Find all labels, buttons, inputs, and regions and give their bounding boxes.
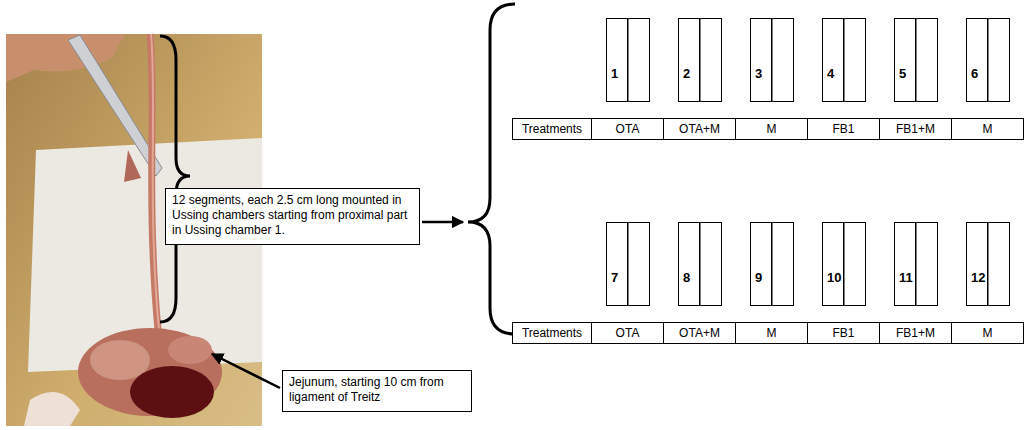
- ussing-chamber: 8: [678, 222, 722, 306]
- chamber-number: 10: [827, 270, 841, 285]
- table-cell: Treatments: [512, 322, 592, 344]
- ussing-chamber: 9: [750, 222, 794, 306]
- ussing-chamber: 3: [750, 18, 794, 102]
- small-bracket: [160, 36, 190, 322]
- callout-text: Jejunum, starting 10 cm from ligament of…: [289, 375, 465, 405]
- chamber-number: 11: [899, 270, 913, 285]
- chamber-number: 8: [683, 270, 690, 285]
- table-cell: FB1+M: [879, 322, 952, 344]
- chamber-number: 4: [827, 66, 834, 81]
- table-cell: M: [735, 118, 808, 140]
- table-cell: FB1: [807, 322, 880, 344]
- table-cell: OTA+M: [663, 322, 736, 344]
- organ-lobe: [168, 336, 212, 364]
- ussing-chamber: 5: [894, 18, 938, 102]
- organ-dark: [130, 366, 214, 418]
- chamber-number: 7: [611, 270, 618, 285]
- pointer-arrow: [212, 354, 280, 388]
- chamber-number: 9: [755, 270, 762, 285]
- callout-text: 12 segments, each 2.5 cm long mounted in…: [172, 193, 413, 238]
- callout-box: 12 segments, each 2.5 cm long mounted in…: [165, 188, 420, 245]
- large-brace: [468, 4, 515, 334]
- chamber-number: 12: [971, 270, 985, 285]
- ussing-chamber: 12: [966, 222, 1010, 306]
- ussing-chamber: 10: [822, 222, 866, 306]
- chamber-number: 6: [971, 66, 978, 81]
- table-cell: OTA: [591, 118, 664, 140]
- ussing-chamber: 2: [678, 18, 722, 102]
- chamber-number: 1: [611, 66, 618, 81]
- chamber-number: 2: [683, 66, 690, 81]
- callout-box: Jejunum, starting 10 cm from ligament of…: [282, 370, 472, 412]
- table-cell: Treatments: [512, 118, 592, 140]
- tissue-piece: [124, 150, 141, 182]
- jejunum-highlight: [151, 34, 159, 330]
- table-cell: OTA: [591, 322, 664, 344]
- chamber-number: 3: [755, 66, 762, 81]
- table-cell: M: [735, 322, 808, 344]
- ussing-chamber: 7: [606, 222, 650, 306]
- ussing-chamber: 4: [822, 18, 866, 102]
- pointer-arrow: [422, 221, 463, 224]
- ussing-chamber: 6: [966, 18, 1010, 102]
- glove: [24, 392, 80, 426]
- organ-lobe: [90, 340, 150, 380]
- chamber-number: 5: [899, 66, 906, 81]
- ussing-chamber: 1: [606, 18, 650, 102]
- table-cell: OTA+M: [663, 118, 736, 140]
- ussing-chamber: 11: [894, 222, 938, 306]
- table-cell: M: [951, 322, 1024, 344]
- table-cell: FB1: [807, 118, 880, 140]
- table-cell: FB1+M: [879, 118, 952, 140]
- jejunum-strip: [150, 34, 158, 330]
- table-cell: M: [951, 118, 1024, 140]
- hand: [6, 34, 125, 82]
